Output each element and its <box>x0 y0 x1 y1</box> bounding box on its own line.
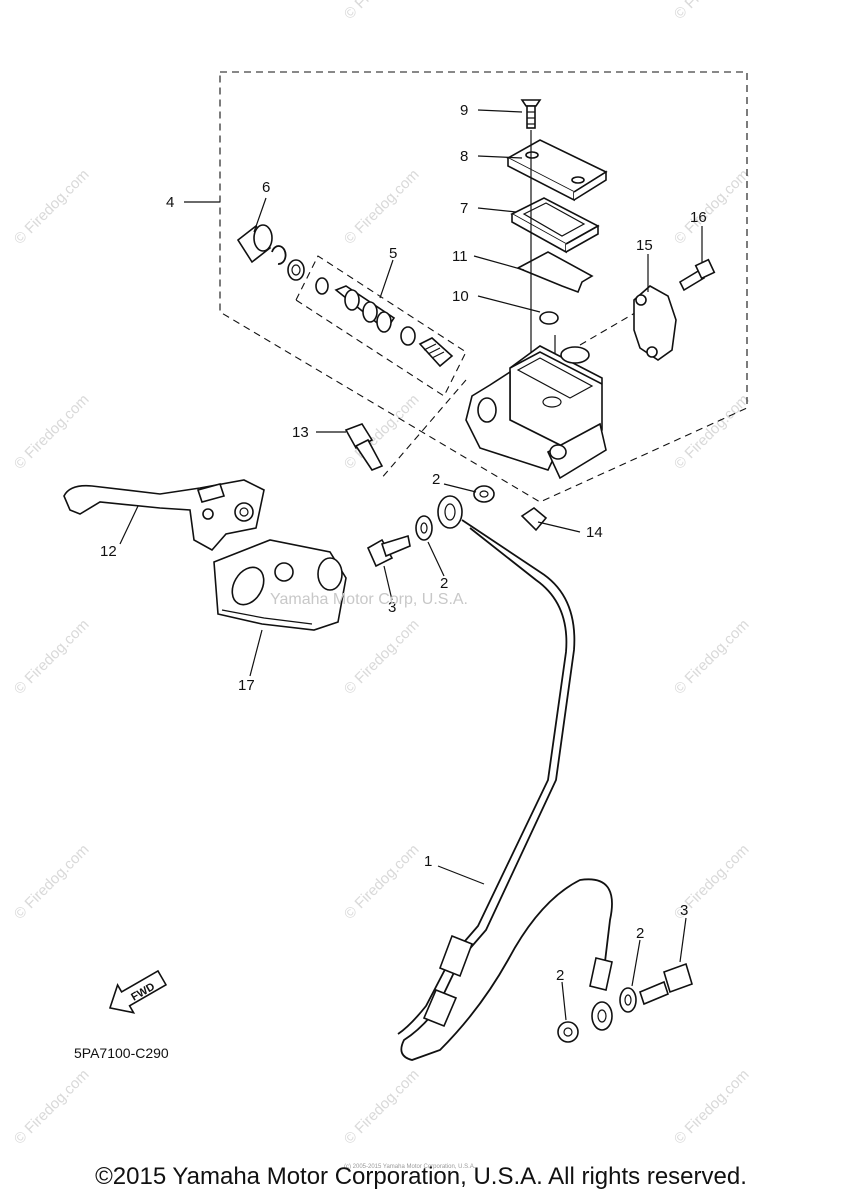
diagram-code: 5PA7100-C290 <box>74 1045 169 1061</box>
callout-2c: 2 <box>556 967 564 984</box>
watermark: © Firedog.com <box>11 166 93 248</box>
part-brake-hose <box>397 495 613 1061</box>
part-diaphragm-holder <box>510 197 600 254</box>
part-boot <box>236 224 273 264</box>
callout-9: 9 <box>460 102 468 119</box>
fwd-label: FWD <box>129 981 157 1004</box>
part-holder <box>633 285 677 361</box>
watermark: © Firedog.com <box>671 0 753 23</box>
callout-12: 12 <box>100 543 117 560</box>
callout-labels: 1 2 3 4 5 6 7 8 9 10 11 12 13 14 15 16 1… <box>100 102 707 984</box>
part-lever <box>63 479 265 552</box>
part-copper-washer <box>619 987 637 1013</box>
callout-1: 1 <box>424 853 432 870</box>
watermark: © Firedog.com <box>341 616 423 698</box>
watermark: © Firedog.com <box>671 616 753 698</box>
watermark-layer: © Firedog.com © Firedog.com © Firedog.co… <box>11 0 753 1148</box>
part-union-bolt <box>366 534 411 568</box>
part-screw <box>520 99 542 129</box>
callout-4: 4 <box>166 194 174 211</box>
watermark: © Firedog.com <box>11 616 93 698</box>
callout-2: 2 <box>432 471 440 488</box>
fwd-arrow: FWD <box>108 969 168 1014</box>
watermark: © Firedog.com <box>671 166 753 248</box>
watermark: © Firedog.com <box>341 1066 423 1148</box>
part-seal <box>287 259 305 281</box>
callout-16: 16 <box>690 209 707 226</box>
part-copper-washer <box>473 485 495 503</box>
callout-2b: 2 <box>440 575 448 592</box>
callout-10: 10 <box>452 288 469 305</box>
callout-13: 13 <box>292 424 309 441</box>
callout-11: 11 <box>452 248 468 265</box>
callout-8: 8 <box>460 148 468 165</box>
callout-5: 5 <box>389 245 397 262</box>
watermark: © Firedog.com <box>341 841 423 923</box>
watermark: © Firedog.com <box>341 166 423 248</box>
small-print: (c) 2005-2015 Yamaha Motor Corporation, … <box>344 1164 476 1170</box>
callout-6: 6 <box>262 179 270 196</box>
copyright-notice: ©2015 Yamaha Motor Corporation, U.S.A. A… <box>95 1163 747 1190</box>
leader-lines <box>119 109 703 1021</box>
part-copper-washer <box>415 515 433 541</box>
assembly-outline <box>219 71 748 503</box>
part-master-cylinder-body <box>465 345 607 480</box>
callout-2d: 2 <box>636 925 644 942</box>
part-lever-cover <box>213 539 347 631</box>
callout-14: 14 <box>586 524 603 541</box>
watermark: © Firedog.com <box>11 1066 93 1148</box>
assembly-leader <box>379 379 467 481</box>
watermark: © Firedog.com <box>341 0 423 23</box>
part-copper-washer <box>557 1021 579 1043</box>
part-holder-bolt <box>678 258 716 292</box>
callout-7: 7 <box>460 200 468 217</box>
callout-3: 3 <box>388 599 396 616</box>
center-stamp: Yamaha Motor Corp, U.S.A. <box>270 591 468 608</box>
part-float <box>539 311 559 325</box>
part-union-bolt <box>639 962 693 1006</box>
callout-17: 17 <box>238 677 255 694</box>
callout-15: 15 <box>636 237 653 254</box>
part-reservoir-cap <box>506 139 608 202</box>
watermark: © Firedog.com <box>11 391 93 473</box>
part-pivot-bolt <box>344 423 384 471</box>
part-piston-kit <box>315 277 454 368</box>
watermark: © Firedog.com <box>671 1066 753 1148</box>
assembly-leader <box>579 309 641 346</box>
watermark: © Firedog.com <box>671 391 753 473</box>
part-bleed-cap <box>520 507 548 532</box>
watermark: © Firedog.com <box>11 841 93 923</box>
part-diaphragm <box>516 251 594 294</box>
callout-3b: 3 <box>680 902 688 919</box>
part-circlip <box>271 245 287 265</box>
